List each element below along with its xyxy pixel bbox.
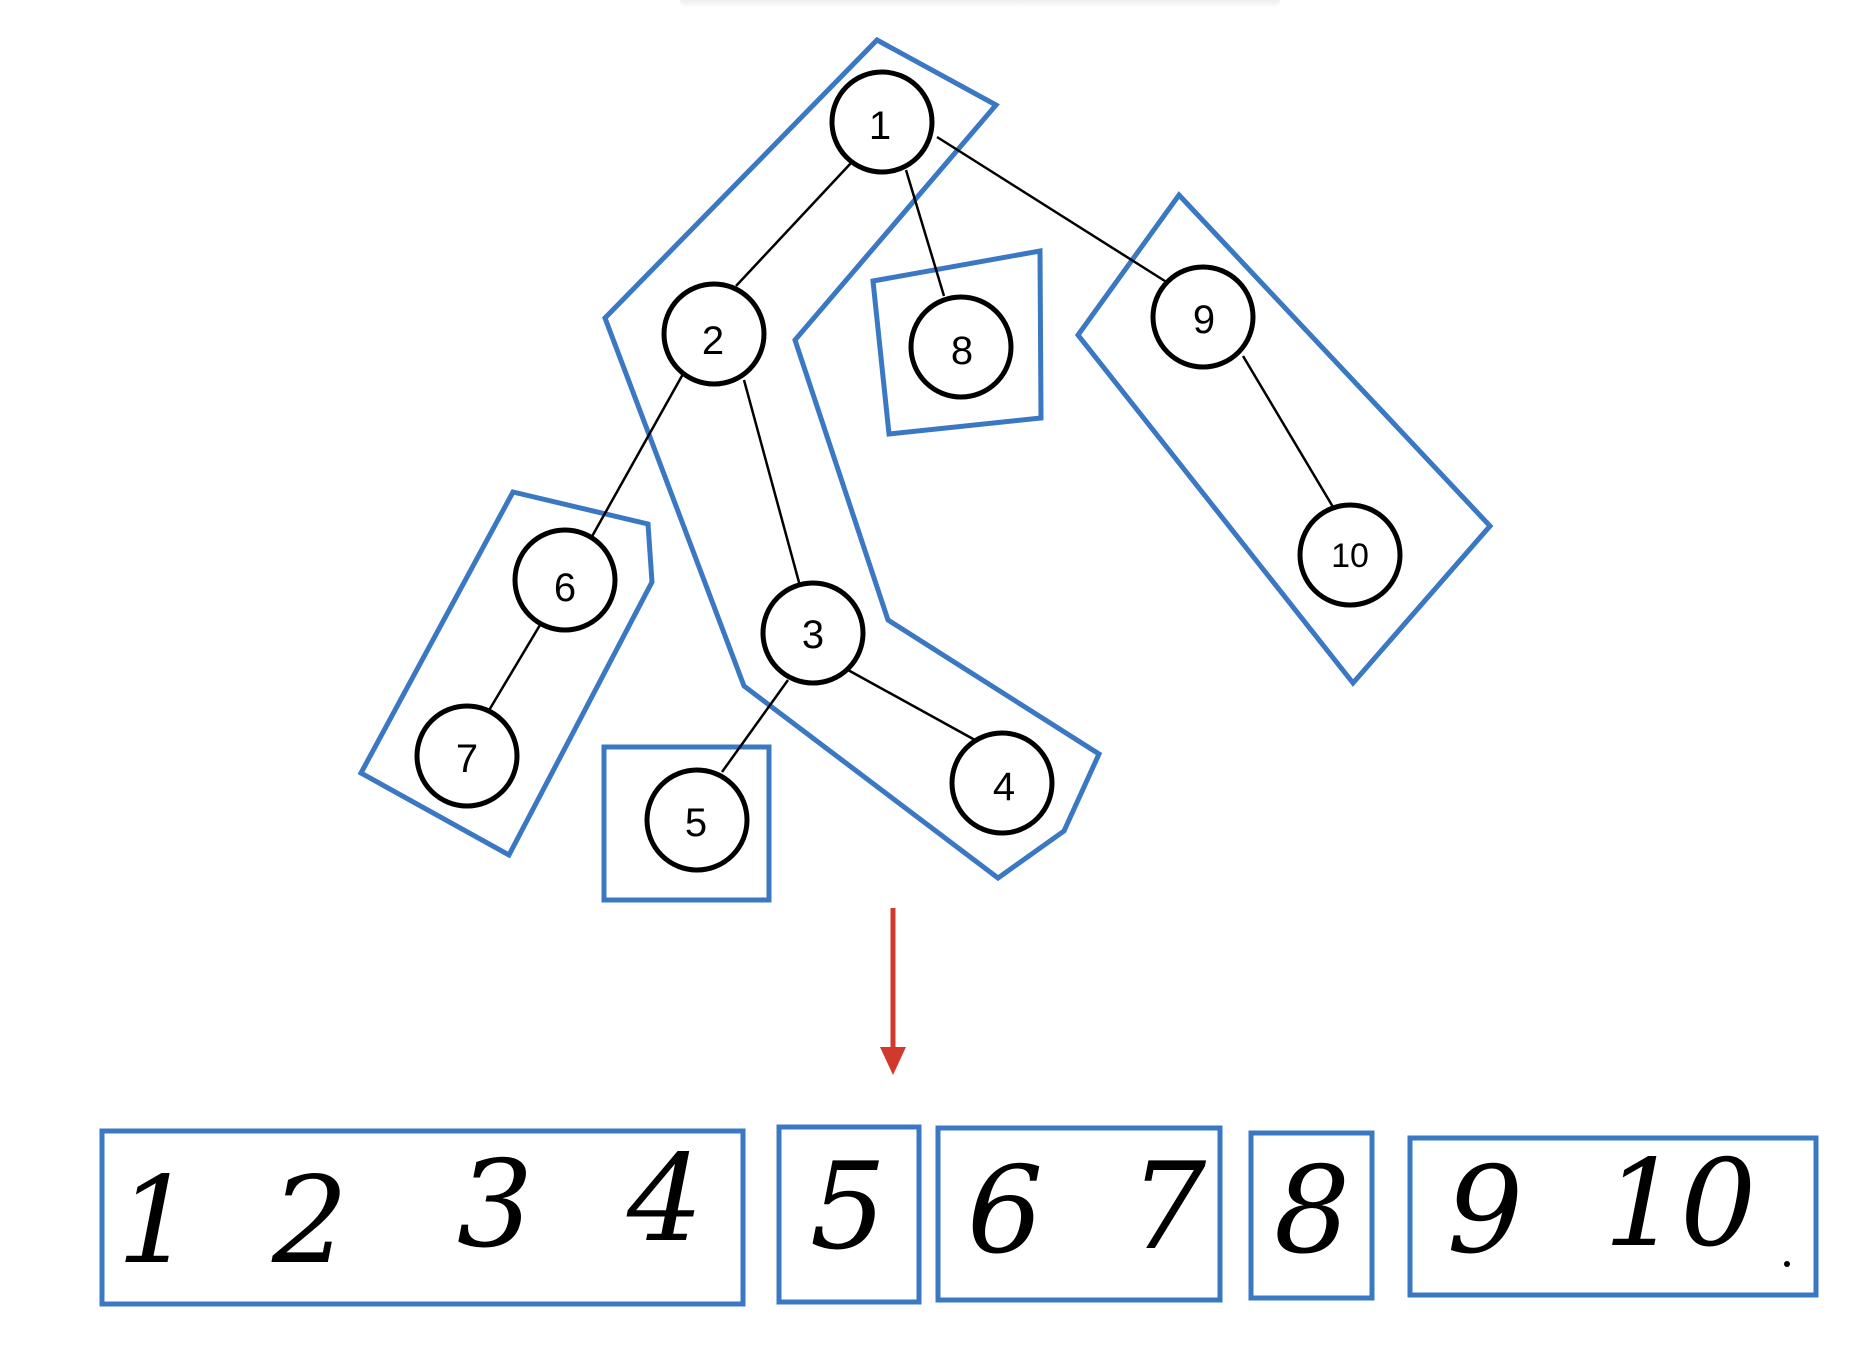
edge-1-2	[735, 162, 852, 287]
chain-outline-1-2-3-4	[602, 36, 1103, 882]
sequence-boxes	[99, 1124, 1819, 1307]
sequence-box-5	[776, 1124, 922, 1305]
tree-node-label-3: 3	[802, 613, 824, 657]
edge-1-9	[936, 135, 1169, 285]
down-arrow-head	[880, 1047, 906, 1075]
trailing-dot	[1784, 1261, 1790, 1267]
sequence-digit-7: 7	[1130, 1138, 1207, 1277]
tree-node-labels: 1 2 3 4 5 6 7 8 9 10	[456, 104, 1369, 845]
tree-node-label-6: 6	[554, 566, 576, 610]
chain-outline-9-10	[1074, 191, 1494, 687]
tree-node-8	[908, 294, 1014, 400]
tree-node-label-4: 4	[993, 765, 1015, 809]
tree-node-9	[1150, 264, 1256, 370]
top-shadow-decoration	[680, 0, 1280, 8]
tree-node-7	[414, 703, 520, 809]
tree-node-label-8: 8	[951, 329, 973, 373]
sequence-box-9-10	[1407, 1135, 1819, 1298]
sequence-box-1-2-3-4	[99, 1128, 746, 1307]
tree-node-4	[949, 730, 1055, 836]
edge-2-3	[742, 379, 802, 587]
tree-edges	[486, 135, 1335, 773]
sequence-digit-6: 6	[967, 1142, 1043, 1281]
edge-3-5	[720, 679, 790, 773]
sequence-digit-2: 2	[271, 1152, 348, 1291]
sequence-box-8	[1248, 1130, 1375, 1301]
tree-node-6	[512, 527, 618, 633]
tree-node-1	[829, 69, 935, 175]
sequence-digits: 1 2 3 4 5 6 7 8 9 10	[117, 1130, 1757, 1291]
sequence-box-6-7	[935, 1125, 1223, 1303]
tree-node-label-2: 2	[702, 319, 724, 363]
chain-outline-6-7	[357, 489, 655, 859]
tree-node-label-9: 9	[1193, 298, 1215, 342]
edge-1-8	[904, 169, 946, 297]
sequence-digit-10: 10	[1604, 1135, 1757, 1274]
tree-node-label-5: 5	[685, 801, 707, 845]
sequence-digit-1: 1	[117, 1152, 193, 1291]
chain-outline-8	[870, 248, 1044, 437]
chain-outline-5	[601, 744, 772, 903]
sequence-digit-4: 4	[626, 1130, 703, 1269]
edge-2-6	[588, 373, 685, 541]
sequence-digit-8: 8	[1274, 1142, 1350, 1281]
sequence-digit-3: 3	[457, 1136, 533, 1275]
tree-node-label-10: 10	[1331, 537, 1369, 575]
tree-node-label-7: 7	[456, 737, 478, 781]
sequence-digit-9: 9	[1447, 1142, 1523, 1281]
tree-node-2	[661, 281, 767, 387]
chain-outlines	[357, 36, 1494, 903]
tree-nodes	[414, 69, 1403, 873]
tree-node-label-1: 1	[869, 104, 891, 148]
tree-node-3	[760, 580, 866, 686]
tree-node-10	[1297, 502, 1403, 608]
sequence-digit-5: 5	[810, 1138, 886, 1277]
edge-6-7	[486, 624, 542, 713]
edge-9-10	[1241, 355, 1335, 508]
edge-3-4	[847, 668, 976, 742]
tree-node-5	[644, 767, 750, 873]
